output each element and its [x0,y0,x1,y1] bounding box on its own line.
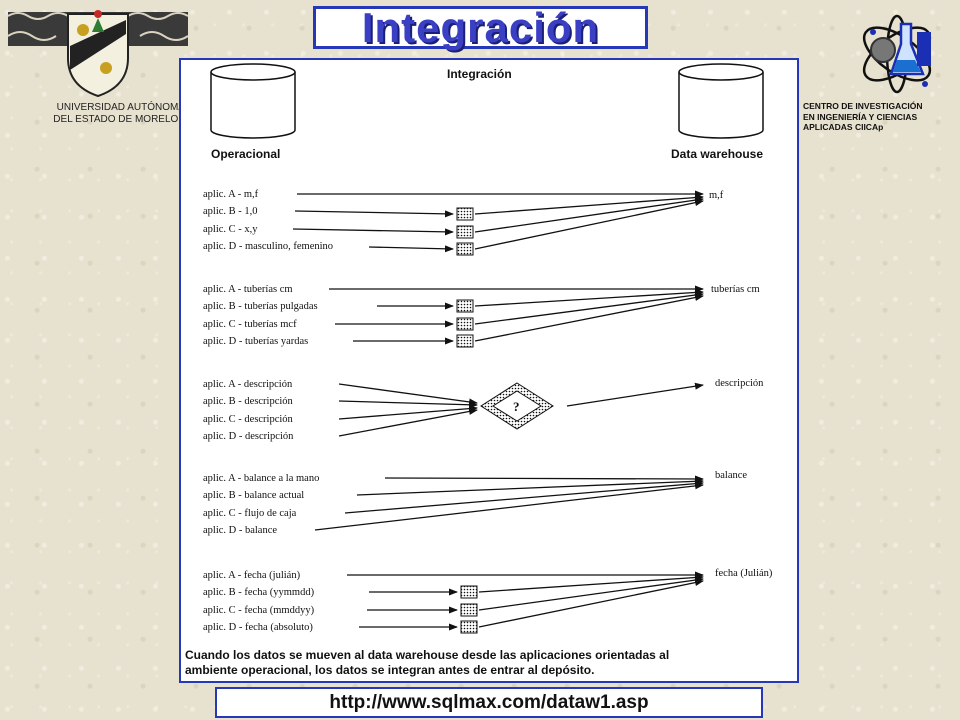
diamond-label: ? [513,399,520,414]
source-item: aplic. A - balance a la mano [203,473,319,484]
integration-diagram-frame: Integración Operacional Data warehouse a… [179,58,799,683]
source-item: aplic. D - descripción [203,431,294,442]
source-item: aplic. C - x,y [203,224,258,235]
source-item: aplic. A - fecha (julián) [203,570,301,581]
uaem-logo [8,10,188,98]
source-item: aplic. C - tuberías mcf [203,319,297,330]
target-label: Data warehouse [671,147,763,161]
uaem-name: UNIVERSIDAD AUTÓNOMA DEL ESTADO DE MOREL… [10,102,185,126]
diagram-caption-line2: ambiente operacional, los datos se integ… [185,663,594,677]
group-balance: aplic. A - balance a la mano aplic. B - … [203,470,747,536]
source-item: aplic. C - flujo de caja [203,508,297,519]
diagram-caption-line1: Cuando los datos se mueven al data wareh… [185,648,669,662]
diagram-heading: Integración [447,67,512,81]
undefined-rule-diamond-icon: ? [480,382,554,430]
uaem-name-line2: DEL ESTADO DE MORELOS [53,114,185,125]
target-item: m,f [709,190,724,201]
converter-box-icon [456,207,474,221]
operational-db-icon [210,63,296,139]
converter-box-icon [456,317,474,331]
source-item: aplic. D - fecha (absoluto) [203,622,313,633]
slide-title-box: Integración [313,3,648,51]
source-url-box: http://www.sqlmax.com/dataw1.asp [215,687,763,718]
slide-title: Integración [361,3,600,51]
group-date: aplic. A - fecha (julián) aplic. B - fec… [203,568,773,634]
ciicap-name-line1: CENTRO DE INVESTIGACIÓN [803,101,923,111]
ciicap-name-line2: EN INGENIERÍA Y CIENCIAS [803,111,918,122]
data-warehouse-db-icon [678,63,764,139]
source-item: aplic. C - descripción [203,414,294,425]
target-item: balance [715,470,747,481]
group-gender: aplic. A - m,f aplic. B - 1,0 aplic. C -… [203,189,724,256]
source-item: aplic. C - fecha (mmddyy) [203,605,315,616]
integration-diagram: Integración Operacional Data warehouse a… [185,63,773,677]
source-item: aplic. B - 1,0 [203,206,258,217]
source-url[interactable]: http://www.sqlmax.com/dataw1.asp [329,691,649,713]
converter-box-icon [460,585,478,599]
target-item: descripción [715,378,764,389]
uaem-name-line1: UNIVERSIDAD AUTÓNOMA [56,102,185,113]
ciicap-name-line3: APLICADAS CIICAp [803,122,884,132]
source-item: aplic. B - tuberías pulgadas [203,301,318,312]
source-item: aplic. D - tuberías yardas [203,336,308,347]
source-item: aplic. A - tuberías cm [203,284,293,295]
target-item: tuberías cm [711,284,760,295]
source-label: Operacional [211,147,280,161]
ciicap-logo [862,14,932,94]
converter-box-icon [456,299,474,313]
converter-box-icon [456,242,474,256]
converter-box-icon [456,225,474,239]
group-description: aplic. A - descripción aplic. B - descri… [203,378,764,442]
converter-box-icon [460,620,478,634]
source-item: aplic. B - balance actual [203,490,304,501]
group-pipes: aplic. A - tuberías cm aplic. B - tuberí… [203,284,760,348]
source-item: aplic. D - masculino, femenino [203,241,333,252]
source-item: aplic. D - balance [203,525,277,536]
source-item: aplic. A - descripción [203,379,293,390]
converter-box-icon [456,334,474,348]
source-item: aplic. B - fecha (yymmdd) [203,587,315,598]
converter-box-icon [460,603,478,617]
source-item: aplic. A - m,f [203,189,259,200]
ciicap-name: CENTRO DE INVESTIGACIÓN EN INGENIERÍA Y … [803,101,960,133]
source-item: aplic. B - descripción [203,396,294,407]
target-item: fecha (Julián) [715,568,773,579]
